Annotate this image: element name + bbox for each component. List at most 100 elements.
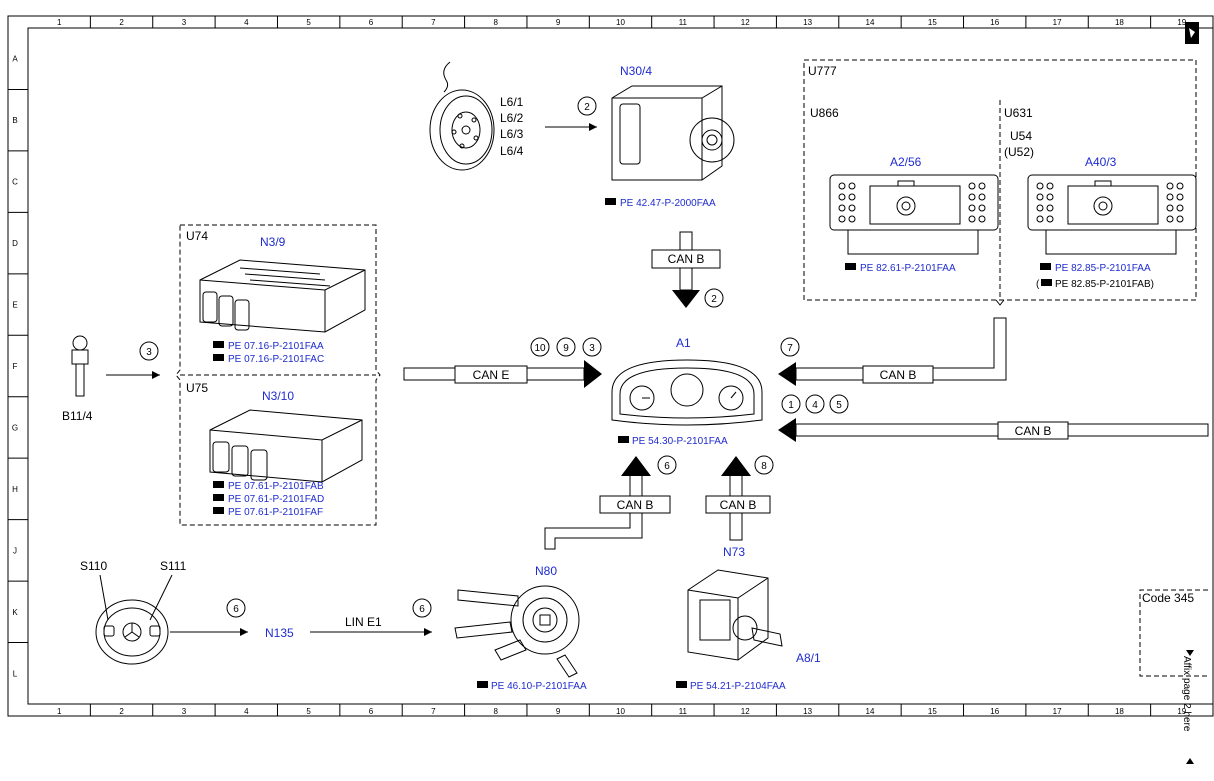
a40-3-ref1: PE 82.85-P-2101FAA (1055, 263, 1151, 274)
num-circle (780, 337, 800, 357)
num-circle (412, 598, 432, 618)
u74-label: U74 (186, 229, 208, 243)
steering-wheel-icon (95, 599, 169, 665)
grid-column-label: 19 (1177, 707, 1186, 716)
num-circle (226, 598, 246, 618)
frame-inner (27, 27, 1214, 705)
a2-56-label: A2/56 (890, 155, 922, 169)
num-circle (657, 455, 677, 475)
grid-column-label: 2 (119, 18, 124, 27)
reference-pointer-icon (213, 341, 224, 348)
num-circle (582, 337, 602, 357)
grid-column-label: 14 (866, 707, 875, 716)
grid-row-label: A (12, 55, 18, 64)
affix-page-label: Affix page 2 here (1181, 656, 1192, 732)
num-n73-a1: 8 (761, 461, 767, 472)
grid-row-label: D (12, 239, 18, 248)
grid-column-label: 7 (431, 18, 436, 27)
grid-column-label: 4 (244, 707, 249, 716)
num-right-2: 4 (812, 400, 818, 411)
n80-ref: PE 46.10-P-2101FAA (491, 681, 587, 692)
num-cane-1: 10 (534, 343, 546, 354)
num-b11-u74: 3 (146, 347, 152, 358)
grid-row-label: F (13, 362, 18, 371)
grid-column-label: 16 (990, 18, 999, 27)
s110-leader (99, 574, 109, 621)
grid-column-label: 11 (679, 707, 688, 716)
num-n80-a1: 6 (664, 461, 670, 472)
grid-column-label: 12 (741, 707, 750, 716)
a8-1-ref: PE 54.21-P-2104FAA (690, 681, 786, 692)
u74-u75-box (175, 224, 381, 526)
corner-mark-icon (1185, 22, 1199, 44)
num-circle (781, 394, 801, 414)
grid-row-label: K (12, 608, 18, 617)
n3-10-label: N3/10 (262, 389, 294, 403)
can-b-box (997, 421, 1069, 440)
num-circle (139, 341, 159, 361)
grid-column-label: 6 (369, 18, 374, 27)
grid-marks: 1122334455667788991010111112121313141415… (8, 16, 1187, 716)
num-circle (556, 337, 576, 357)
n135-label: N135 (265, 626, 294, 640)
s110-label: S110 (80, 559, 107, 573)
num-u777-a1: 7 (787, 343, 793, 354)
u866-label: U866 (810, 106, 839, 120)
grid-column-label: 7 (431, 707, 436, 716)
grid-column-label: 5 (306, 707, 311, 716)
lin-e1-label: LIN E1 (345, 615, 382, 629)
code-345-label: Code 345 (1142, 591, 1194, 605)
grid-column-label: 1 (57, 18, 62, 27)
u54-label: U54 (1010, 129, 1032, 143)
can-b-right-label: CAN B (1015, 424, 1052, 438)
grid-column-label: 18 (1115, 707, 1124, 716)
grid-row-label: L (13, 669, 18, 678)
can-b-box (862, 365, 934, 384)
n3-9-ref2: PE 07.16-P-2101FAC (228, 354, 324, 365)
can-b-box (599, 495, 671, 514)
s111-leader (149, 574, 173, 621)
reference-pointer-icon (213, 354, 224, 361)
u52-label: (U52) (1004, 145, 1034, 159)
u777-notch (995, 299, 1005, 306)
num-circle (805, 394, 825, 414)
can-b-n73-label: CAN B (720, 498, 757, 512)
num-n30-a1: 2 (711, 294, 717, 305)
grid-column-label: 15 (928, 707, 937, 716)
ignition-switch-icon (687, 569, 783, 661)
reference-pointer-icon (605, 198, 616, 205)
n30-4-ref: PE 42.47-P-2000FAA (620, 198, 716, 209)
temperature-sensor-icon (71, 335, 89, 397)
reference-pointer-icon (213, 494, 224, 501)
u631-label: U631 (1004, 106, 1033, 120)
num-n135-n80: 6 (419, 604, 425, 615)
grid-column-label: 13 (803, 707, 812, 716)
reference-pointer-icon (1040, 263, 1051, 270)
can-b-label: CAN B (668, 252, 705, 266)
reference-pointer-icon (213, 507, 224, 514)
can-b-right-arrowhead (778, 418, 796, 442)
reference-pointer-icon (618, 436, 629, 443)
grid-column-label: 17 (1053, 707, 1062, 716)
can-b-arrowhead (672, 290, 700, 308)
a1-label: A1 (676, 336, 691, 350)
can-e-box (454, 365, 528, 384)
instrument-cluster-icon (611, 359, 763, 426)
grid-column-label: 1 (57, 707, 62, 716)
l6-3-label: L6/3 (500, 127, 524, 141)
l6-4-label: L6/4 (500, 144, 524, 158)
radio-unit-icon (829, 174, 999, 255)
steering-column-module-icon (454, 585, 580, 678)
grid-column-label: 15 (928, 18, 937, 27)
can-b-box (705, 495, 771, 514)
grid-column-label: 9 (556, 707, 561, 716)
a40-3-ref2-open: ( (1036, 279, 1040, 290)
num-circle (754, 455, 774, 475)
grid-column-label: 8 (494, 707, 499, 716)
grid-column-label: 9 (556, 18, 561, 27)
l6-1-label: L6/1 (500, 95, 524, 109)
grid-column-label: 10 (616, 18, 625, 27)
grid-column-label: 12 (741, 18, 750, 27)
n73-label: N73 (723, 545, 745, 559)
